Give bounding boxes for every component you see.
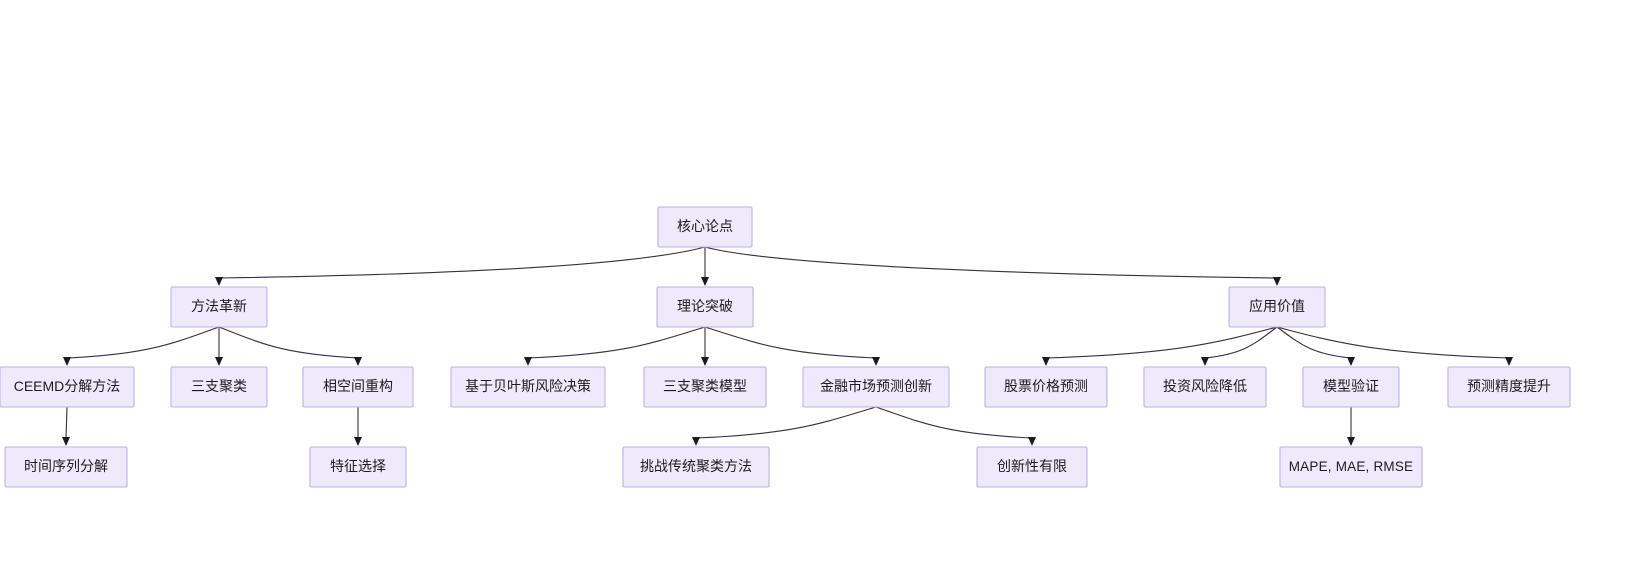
edge-node-to-node <box>1276 326 1352 359</box>
arrowhead-icon <box>215 277 223 286</box>
node-label: 三支聚类模型 <box>663 378 747 394</box>
node-node[interactable]: 核心论点 <box>657 206 753 248</box>
arrowhead-icon <box>215 357 223 366</box>
arrowhead-icon <box>354 357 362 366</box>
node-node[interactable]: 理论突破 <box>656 286 754 328</box>
node-node[interactable]: 投资风险降低 <box>1143 366 1267 408</box>
node-box <box>309 446 407 488</box>
arrowhead-icon <box>524 357 532 366</box>
node-label: CEEMD分解方法 <box>14 378 121 394</box>
arrowhead-icon <box>1505 357 1513 366</box>
node-label: 创新性有限 <box>997 458 1067 474</box>
arrowhead-icon <box>701 277 709 286</box>
arrowhead-icon <box>1347 437 1355 446</box>
node-label: 核心论点 <box>677 218 733 234</box>
arrowhead-icon <box>1347 357 1355 366</box>
node-label: 挑战传统聚类方法 <box>640 458 752 474</box>
node-box <box>643 366 767 408</box>
node-box <box>302 366 414 408</box>
arrowhead-icon <box>354 437 362 446</box>
node-node[interactable]: 挑战传统聚类方法 <box>622 446 770 488</box>
edge-node-to-ceemd <box>66 326 220 359</box>
node-node[interactable]: 时间序列分解 <box>4 446 128 488</box>
node-node[interactable]: 相空间重构 <box>302 366 414 408</box>
arrowhead-icon <box>63 357 71 366</box>
node-mape-mae-rmse[interactable]: MAPE, MAE, RMSE <box>1279 446 1423 488</box>
edge-node-to-node <box>695 406 877 439</box>
node-label: MAPE, MAE, RMSE <box>1289 459 1414 474</box>
arrowhead-icon <box>62 437 70 446</box>
arrowhead-icon <box>692 437 700 446</box>
node-label: 模型验证 <box>1323 378 1379 394</box>
node-box <box>656 286 754 328</box>
node-node[interactable]: 特征选择 <box>309 446 407 488</box>
arrowhead-icon <box>872 357 880 366</box>
node-box <box>1279 446 1423 488</box>
edge-node-to-node <box>704 246 1278 279</box>
edge-node-to-node <box>704 326 877 359</box>
node-ceemd[interactable]: CEEMD分解方法 <box>0 366 135 408</box>
arrowhead-icon <box>701 357 709 366</box>
node-node[interactable]: 金融市场预测创新 <box>802 366 950 408</box>
node-node[interactable]: 应用价值 <box>1228 286 1326 328</box>
node-label: 应用价值 <box>1249 298 1305 314</box>
node-box <box>976 446 1088 488</box>
node-box <box>1228 286 1326 328</box>
node-box <box>170 366 268 408</box>
node-box <box>450 366 606 408</box>
edge-node-to-node <box>1204 326 1278 359</box>
edge-node-to-node <box>875 406 1033 439</box>
node-label: 时间序列分解 <box>24 458 108 474</box>
node-box <box>802 366 950 408</box>
node-node[interactable]: 基于贝叶斯风险决策 <box>450 366 606 408</box>
node-label: 预测精度提升 <box>1467 378 1551 394</box>
node-node[interactable]: 预测精度提升 <box>1447 366 1571 408</box>
node-node[interactable]: 三支聚类 <box>170 366 268 408</box>
arrowhead-icon <box>1042 357 1050 366</box>
node-label: 理论突破 <box>677 298 733 314</box>
arrowhead-icon <box>1273 277 1281 286</box>
arrowhead-icon <box>1201 357 1209 366</box>
edge-node-to-node <box>218 246 706 279</box>
edge-node-to-node <box>1276 326 1510 359</box>
node-node[interactable]: 三支聚类模型 <box>643 366 767 408</box>
node-label: 基于贝叶斯风险决策 <box>465 378 591 394</box>
edge-node-to-node <box>1045 326 1278 359</box>
node-box <box>1447 366 1571 408</box>
edges-layer <box>62 246 1513 446</box>
arrowhead-icon <box>1028 437 1036 446</box>
node-label: 投资风险降低 <box>1163 378 1247 394</box>
edge-node-to-node <box>218 326 359 359</box>
node-label: 方法革新 <box>191 298 247 314</box>
node-node[interactable]: 创新性有限 <box>976 446 1088 488</box>
node-box <box>622 446 770 488</box>
node-label: 金融市场预测创新 <box>820 378 932 394</box>
edge-node-to-node <box>527 326 706 359</box>
node-label: 股票价格预测 <box>1004 378 1088 394</box>
node-node[interactable]: 模型验证 <box>1302 366 1400 408</box>
node-box <box>0 366 135 408</box>
edge-ceemd-to-node <box>65 406 68 439</box>
node-box <box>4 446 128 488</box>
node-label: 特征选择 <box>330 458 386 474</box>
node-label: 相空间重构 <box>323 378 393 394</box>
node-node[interactable]: 股票价格预测 <box>984 366 1108 408</box>
node-node[interactable]: 方法革新 <box>170 286 268 328</box>
node-box <box>984 366 1108 408</box>
node-box <box>170 286 268 328</box>
node-box <box>1302 366 1400 408</box>
node-box <box>1143 366 1267 408</box>
node-box <box>657 206 753 248</box>
node-label: 三支聚类 <box>191 378 247 394</box>
